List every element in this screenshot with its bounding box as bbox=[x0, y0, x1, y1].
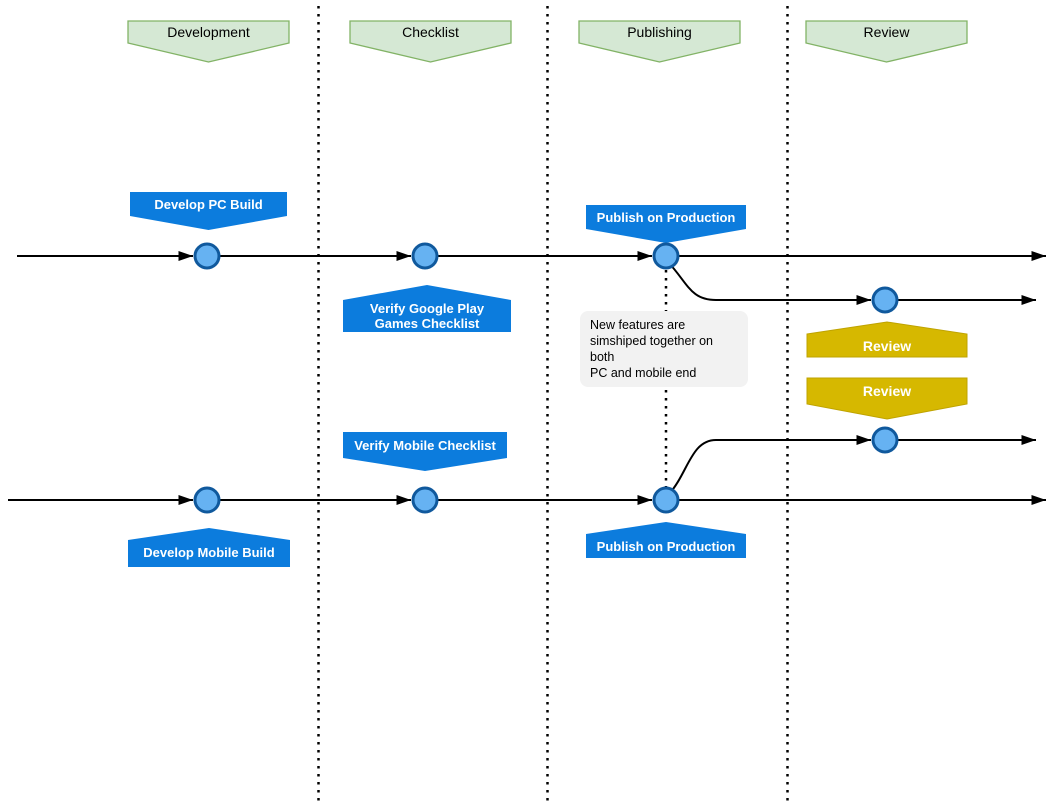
node-publish-mobile bbox=[652, 486, 680, 514]
banner-review-pc bbox=[806, 321, 968, 358]
simship-note-line3: PC and mobile end bbox=[590, 366, 697, 380]
label-review-pc: Review bbox=[862, 338, 912, 354]
label-review-mobile: Review bbox=[862, 383, 912, 399]
label-verify-google-play-line1: Verify Google Play bbox=[369, 301, 485, 316]
phase-banner-checklist bbox=[349, 20, 512, 63]
label-develop-mobile-build: Develop Mobile Build bbox=[143, 545, 275, 560]
phase-banner-review bbox=[805, 20, 968, 63]
label-publish-production-pc: Publish on Production bbox=[596, 210, 736, 225]
banner-verify-google-play-checklist bbox=[343, 285, 511, 332]
phase-label-checklist: Checklist bbox=[402, 24, 459, 40]
simship-note-line2: simshiped together on both bbox=[590, 334, 713, 364]
node-review-pc bbox=[871, 286, 899, 314]
phase-banner-publishing bbox=[578, 20, 741, 63]
node-verify-mobile bbox=[411, 486, 439, 514]
simship-note-line1: New features are bbox=[590, 318, 686, 332]
banner-review-mobile bbox=[806, 377, 968, 420]
phase-banner-development bbox=[127, 20, 290, 63]
banner-develop-pc-build bbox=[130, 192, 287, 230]
banner-verify-mobile-checklist bbox=[343, 432, 507, 471]
node-develop-pc bbox=[193, 242, 221, 270]
label-develop-pc-build: Develop PC Build bbox=[154, 197, 263, 212]
node-develop-mobile bbox=[193, 486, 221, 514]
label-publish-production-mobile: Publish on Production bbox=[596, 539, 736, 554]
banner-publish-production-mobile bbox=[586, 522, 746, 558]
label-verify-google-play-line2: Games Checklist bbox=[374, 316, 480, 331]
phase-label-development: Development bbox=[167, 24, 250, 40]
phase-label-review: Review bbox=[863, 24, 910, 40]
node-publish-pc bbox=[652, 242, 680, 270]
mobile-review-branch bbox=[668, 435, 871, 495]
node-verify-gpg bbox=[411, 242, 439, 270]
node-review-mobile bbox=[871, 426, 899, 454]
label-verify-mobile-checklist: Verify Mobile Checklist bbox=[354, 438, 496, 453]
simship-note: New features are simshiped together on b… bbox=[580, 311, 748, 387]
phase-label-publishing: Publishing bbox=[627, 24, 692, 40]
pc-review-branch bbox=[668, 262, 871, 305]
label-verify-google-play-checklist: Verify Google Play Games Checklist bbox=[370, 301, 484, 331]
banner-publish-production-pc bbox=[586, 205, 746, 243]
banner-develop-mobile-build bbox=[128, 528, 290, 567]
